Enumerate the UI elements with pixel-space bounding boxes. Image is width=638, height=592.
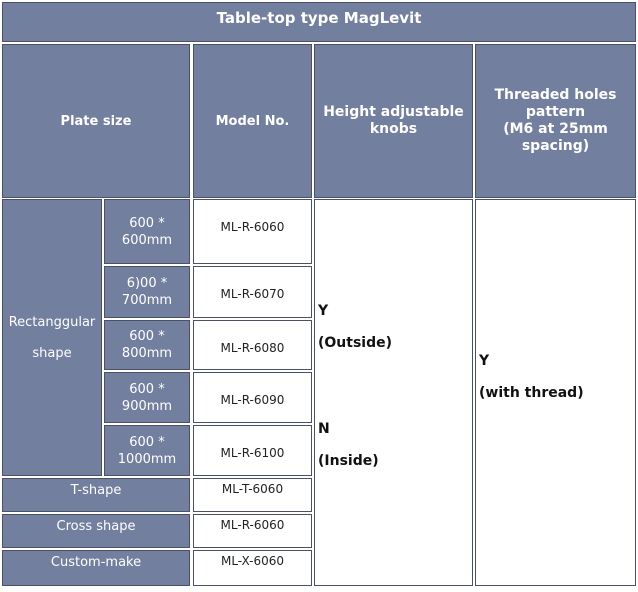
plate-size-line: 600 *: [129, 329, 165, 344]
plate-size-line: 600 *: [129, 434, 165, 450]
header-height-knobs: Height adjustable knobs: [314, 44, 473, 198]
plate-size-cell: 600 *900mm: [104, 372, 190, 423]
plate-size-line: 600 *: [129, 215, 165, 231]
plate-size-line: 1000mm: [117, 451, 177, 467]
header-model-no: Model No.: [193, 44, 312, 198]
plate-size-line: 900mm: [121, 398, 173, 414]
plate-size-line: 6)00 *: [126, 276, 168, 291]
height-no: N: [318, 421, 330, 437]
model-cell: ML-R-6090: [193, 372, 312, 423]
shape-label: T-shape: [2, 478, 190, 512]
plate-size-line: 800mm: [121, 346, 173, 361]
model-cell: ML-R-6100: [193, 425, 312, 476]
plate-size-line: 600mm: [121, 232, 173, 248]
shape-label: Custom-make: [2, 550, 190, 586]
threaded-yes: Y: [479, 353, 490, 369]
header-threaded-line: spacing): [521, 138, 590, 154]
shape-label: Cross shape: [2, 514, 190, 548]
threaded-yes-note: (with thread): [479, 385, 584, 401]
model-cell: ML-R-6060: [193, 199, 312, 264]
height-yes-note: (Outside): [318, 335, 393, 351]
header-threaded-line: pattern: [525, 104, 586, 120]
header-threaded-line: (M6 at 25mm: [503, 121, 608, 137]
height-yes: Y: [318, 303, 329, 319]
plate-size-cell: 600 *600mm: [104, 199, 190, 264]
header-threaded-line: Threaded holes: [494, 87, 617, 103]
table-title: Table-top type MagLevit: [2, 2, 636, 42]
model-cell: ML-X-6060: [193, 550, 312, 586]
model-cell: ML-R-6070: [193, 266, 312, 318]
rectangular-shape-label: Rectanggular shape: [2, 199, 102, 476]
plate-size-cell: 600 *1000mm: [104, 425, 190, 476]
model-cell: ML-R-6060: [193, 514, 312, 548]
header-threaded-holes: Threaded holes pattern (M6 at 25mm spaci…: [475, 44, 636, 198]
plate-size-line: 700mm: [121, 293, 173, 308]
threaded-holes-values: Y (with thread): [475, 199, 636, 586]
rectangular-label-line: Rectanggular: [8, 314, 96, 330]
height-knobs-values: Y (Outside) N (Inside): [314, 199, 473, 586]
header-plate-size: Plate size: [2, 44, 190, 198]
model-cell: ML-R-6080: [193, 320, 312, 370]
plate-size-line: 600 *: [129, 381, 165, 397]
model-cell: ML-T-6060: [193, 478, 312, 512]
plate-size-cell: 6)00 * 700mm: [104, 266, 190, 318]
rectangular-label-line: shape: [32, 345, 72, 361]
plate-size-cell: 600 * 800mm: [104, 320, 190, 370]
height-no-note: (Inside): [318, 453, 379, 469]
